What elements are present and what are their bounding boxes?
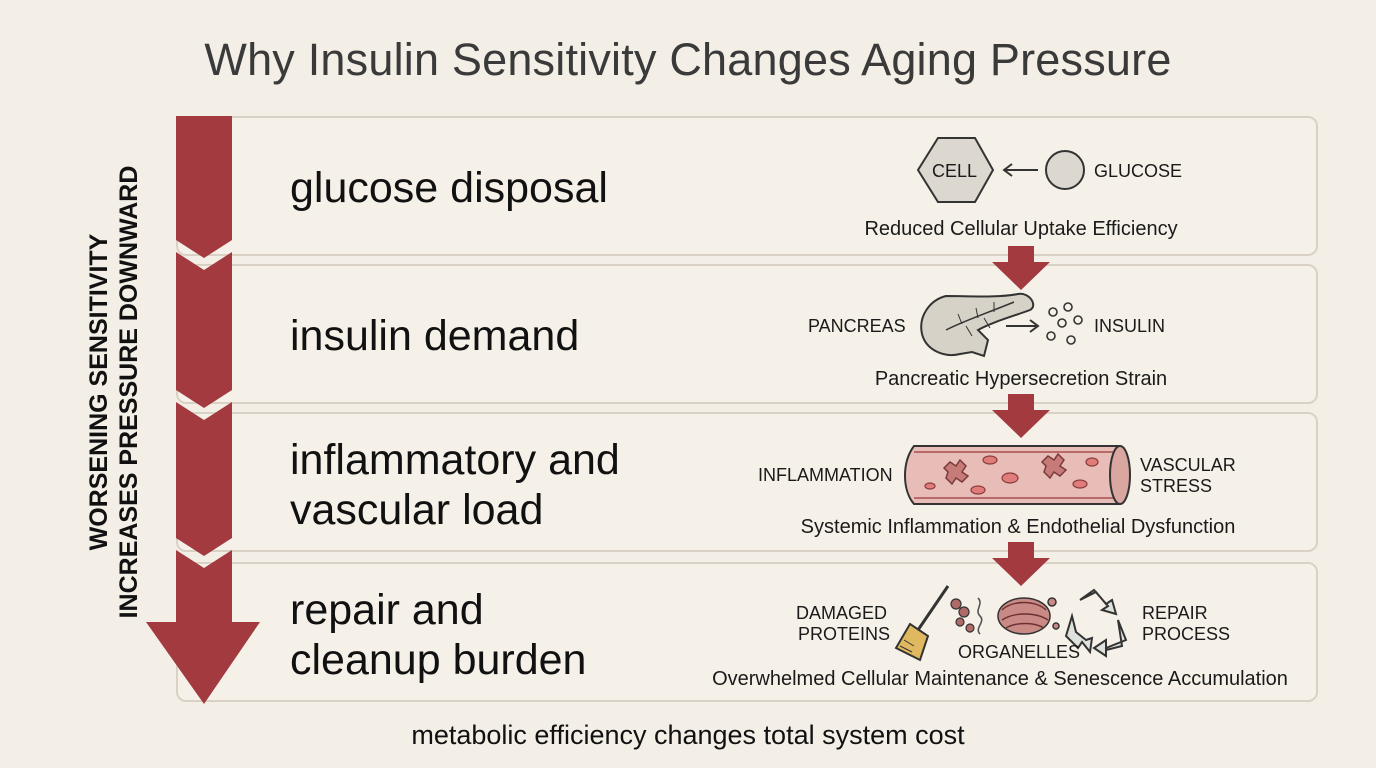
cell-label: CELL xyxy=(932,161,978,181)
side-pressure-label: WORSENING SENSITIVITY INCREASES PRESSURE… xyxy=(84,166,144,619)
broom-icon xyxy=(894,585,950,662)
connector-arrows xyxy=(992,246,1050,586)
connector-arrow-3 xyxy=(992,542,1050,586)
side-label-line1: WORSENING SENSITIVITY xyxy=(85,233,113,551)
page-title: Why Insulin Sensitivity Changes Aging Pr… xyxy=(204,34,1172,85)
pancreas-label: PANCREAS xyxy=(808,316,906,336)
row-caption: Reduced Cellular Uptake Efficiency xyxy=(864,218,1178,240)
row-insulin-demand: insulin demand xyxy=(176,264,1318,404)
side-label-line2: INCREASES PRESSURE DOWNWARD xyxy=(115,165,143,619)
row-title: insulin demand xyxy=(290,312,580,360)
blood-vessel-icon xyxy=(904,445,1131,505)
row-title-line2: cleanup burden xyxy=(290,636,587,684)
arrow-segment-2 xyxy=(176,252,232,408)
row-caption: Systemic Inflammation & Endothelial Dysf… xyxy=(800,516,1236,538)
damaged-proteins-icon xyxy=(950,597,983,635)
recycle-icon xyxy=(1064,588,1128,658)
pressure-arrow xyxy=(146,116,260,704)
process-label: PROCESS xyxy=(1142,624,1231,644)
insulin-label: INSULIN xyxy=(1094,316,1166,336)
inflammation-label: INFLAMMATION xyxy=(758,465,893,485)
damaged-label: DAMAGED xyxy=(796,603,888,623)
row-repair-cleanup: repair and cleanup burden xyxy=(176,562,1318,702)
glucose-label: GLUCOSE xyxy=(1094,161,1183,181)
organelles-label: ORGANELLES xyxy=(958,642,1081,662)
row-caption: Pancreatic Hypersecretion Strain xyxy=(874,368,1168,390)
vascular-label: VASCULAR xyxy=(1140,455,1236,475)
arrow-segment-1 xyxy=(176,116,232,258)
arrow-left-icon xyxy=(1002,163,1038,177)
insulin-dots-icon xyxy=(1046,302,1083,345)
row-title-line1: inflammatory and xyxy=(290,436,620,484)
row-title: glucose disposal xyxy=(290,164,608,212)
footer-caption: metabolic efficiency changes total syste… xyxy=(411,720,965,750)
proteins-label: PROTEINS xyxy=(798,624,891,644)
repair-label: REPAIR xyxy=(1142,603,1208,623)
connector-arrow-1 xyxy=(992,246,1050,290)
stress-label: STRESS xyxy=(1140,476,1213,496)
cell-icon xyxy=(916,137,995,203)
row-caption: Overwhelmed Cellular Maintenance & Senes… xyxy=(712,668,1288,690)
row-title-line2: vascular load xyxy=(290,486,544,534)
organelles-icon xyxy=(997,597,1060,635)
glucose-icon xyxy=(1045,150,1085,190)
arrow-segment-3 xyxy=(176,402,232,556)
row-glucose-disposal: glucose disposal xyxy=(176,116,1318,256)
arrow-head-segment xyxy=(146,550,260,704)
connector-arrow-2 xyxy=(992,394,1050,438)
arrow-right-icon xyxy=(1006,319,1040,333)
row-title-line1: repair and xyxy=(290,586,484,634)
pancreas-icon xyxy=(920,292,1035,358)
